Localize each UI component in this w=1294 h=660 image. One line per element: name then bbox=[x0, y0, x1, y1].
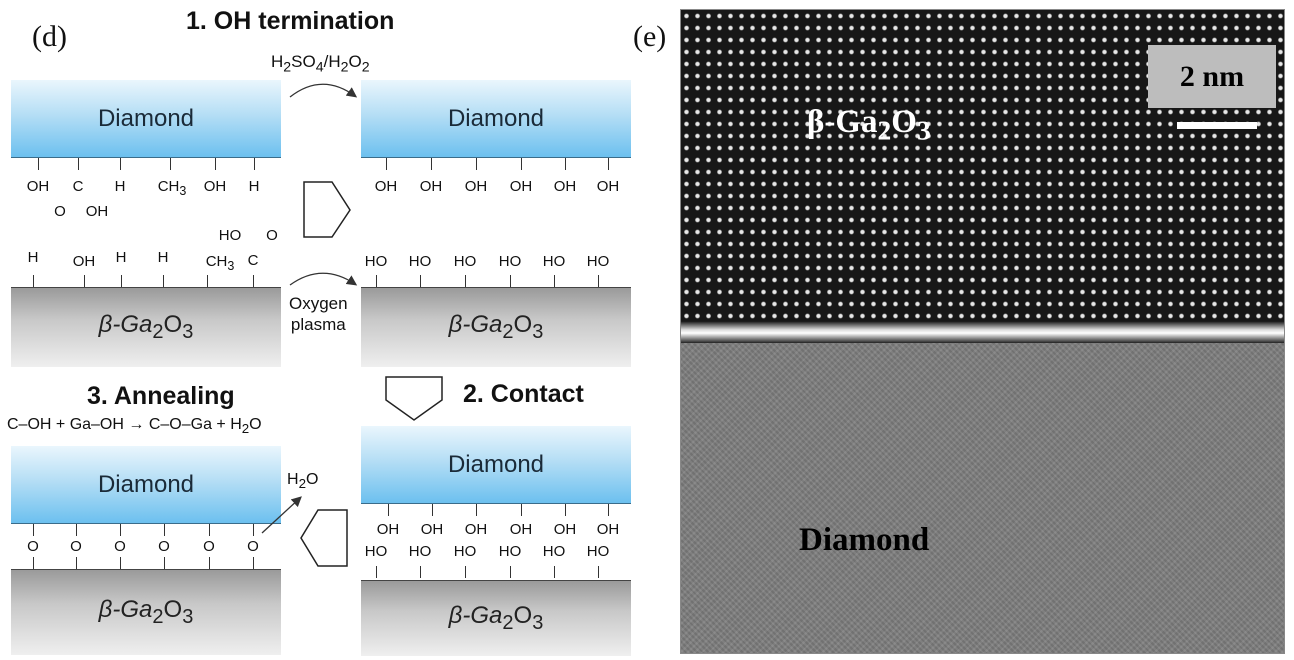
tem-diamond-region bbox=[681, 343, 1284, 653]
ga2o3-slab-contact: β-Ga2O3 bbox=[361, 580, 631, 656]
scale-box: 2 nm bbox=[1148, 45, 1276, 108]
diamond-slab-initial: Diamond bbox=[11, 80, 281, 158]
water-product-label: H2O bbox=[287, 471, 319, 492]
pentagon-left-arrow bbox=[300, 509, 348, 567]
step1-title: 1. OH termination bbox=[186, 7, 395, 35]
tem-image: 2 nm β-Ga2O3 Diamond bbox=[680, 9, 1285, 654]
ga2o3-slab-annealed: β-Ga2O3 bbox=[11, 569, 281, 655]
ga2o3-slab-initial: β-Ga2O3 bbox=[11, 287, 281, 367]
tem-ga2o3-label: β-Ga2O3 bbox=[807, 104, 931, 146]
step3-title: 3. Annealing bbox=[87, 382, 235, 410]
diamond-slab-annealed: Diamond bbox=[11, 446, 281, 524]
diamond-slab-contact: Diamond bbox=[361, 426, 631, 504]
pentagon-right-arrow bbox=[303, 181, 351, 238]
tem-interface bbox=[681, 321, 1284, 343]
acid-arrow bbox=[289, 83, 358, 98]
ga2o3-slab-oh-terminated: β-Ga2O3 bbox=[361, 287, 631, 367]
plasma-label: Oxygen plasma bbox=[289, 294, 348, 334]
plasma-arrow bbox=[289, 272, 358, 286]
step2-title: 2. Contact bbox=[463, 380, 584, 408]
panel-label-e: (e) bbox=[633, 20, 667, 53]
pentagon-down-arrow bbox=[385, 376, 443, 421]
acid-reagent-label: H2SO4/H2O2 bbox=[271, 52, 370, 76]
tem-diamond-label: Diamond bbox=[799, 522, 930, 558]
diamond-slab-oh-terminated: Diamond bbox=[361, 80, 631, 158]
reaction-equation: C–OH + Ga–OH → C–O–Ga + H2O bbox=[7, 416, 262, 437]
panel-label-d: (d) bbox=[32, 20, 67, 53]
scale-bar bbox=[1177, 122, 1257, 129]
